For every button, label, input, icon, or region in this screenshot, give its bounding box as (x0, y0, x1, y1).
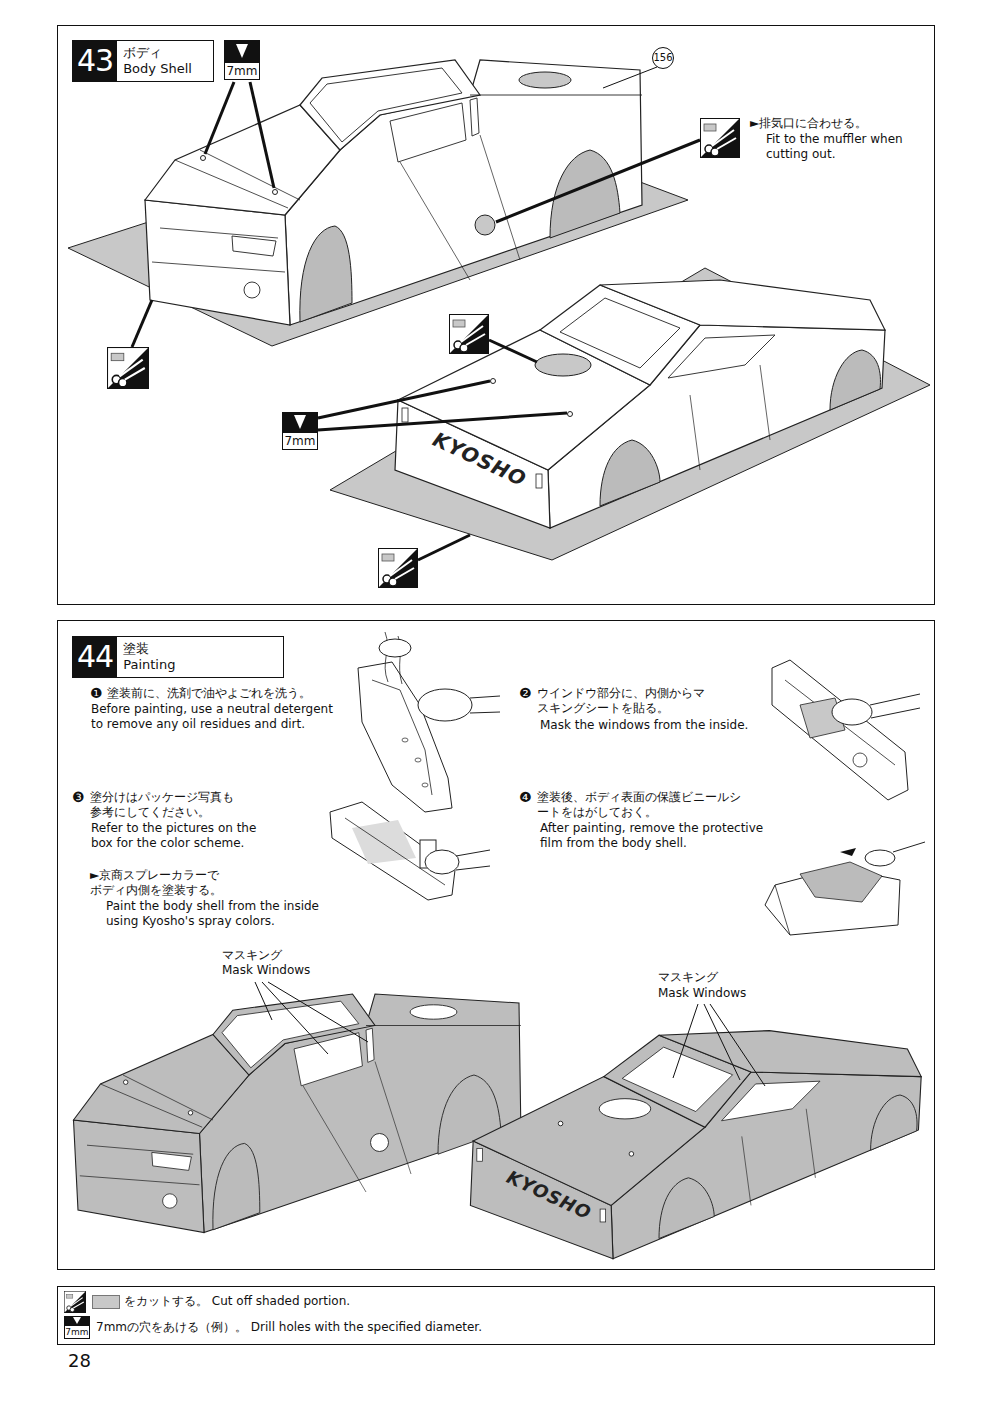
drill-size: 7mm (64, 1325, 90, 1339)
note-ja: ►京商スプレーカラーでボディ内側を塗装する。 (90, 868, 230, 898)
step-title-ja: 塗装 (123, 641, 175, 657)
instruction-ja: ウインドウ部分に、内側からマスキングシートを貼る。 (537, 686, 707, 716)
step-header: 43ボディBody Shell (72, 40, 214, 82)
step-title-en: Painting (123, 657, 175, 673)
body-logo: KYOSHO (429, 427, 521, 487)
step-number: ❷ (519, 686, 537, 701)
legend-text: をカットする。 Cut off shaded portion. (124, 1294, 350, 1309)
step-title-en: Body Shell (123, 61, 192, 77)
mask-label-ja: マスキング (222, 948, 317, 963)
note-en: Fit to the muffler when cutting out. (766, 132, 906, 162)
instruction-ja: 塗分けはパッケージ写真も参考にしてください。 (90, 790, 240, 820)
legend-swatch (92, 1295, 120, 1309)
note-en: Paint the body shell from the inside usi… (106, 899, 336, 929)
step-header: 44塗装Painting (72, 636, 284, 678)
mask-label-en: Mask Windows (222, 963, 332, 978)
legend-text: 7mmの穴をあける（例）。 Drill holes with the speci… (96, 1320, 482, 1335)
step-title: ボディBody Shell (117, 41, 200, 81)
body-logo: KYOSHO (503, 1166, 585, 1220)
step-number: ❸ (72, 790, 90, 805)
instruction-ja: 塗装後、ボディ表面の保護ビニールシートをはがしておく。 (537, 790, 742, 820)
instruction-en: Refer to the pictures on the box for the… (91, 821, 271, 851)
callout-number: 156 (652, 47, 674, 69)
instruction-en: Before painting, use a neutral detergent… (91, 702, 341, 732)
page-number: 28 (68, 1350, 108, 1372)
instruction-en: Mask the windows from the inside. (540, 718, 765, 733)
step-number: ❶ (90, 686, 108, 701)
mask-label-ja: マスキング (658, 970, 753, 985)
note-ja: ►排気口に合わせる。 (750, 116, 920, 131)
drill-size: 7mm (224, 62, 260, 80)
legend-row: 7mmの穴をあける（例）。 Drill holes with the speci… (96, 1320, 482, 1335)
step-number: 44 (73, 637, 117, 677)
instruction-en: After painting, remove the protective fi… (540, 821, 765, 851)
drill-size: 7mm (282, 432, 318, 450)
step-title-ja: ボディ (123, 45, 192, 61)
instruction-ja: 塗装前に、洗剤で油やよごれを洗う。 (107, 686, 367, 701)
step-number: ❹ (519, 790, 537, 805)
step-number: 43 (73, 41, 117, 81)
mask-label-en: Mask Windows (658, 986, 768, 1001)
step-title: 塗装Painting (117, 637, 183, 677)
legend-row: をカットする。 Cut off shaded portion. (92, 1294, 350, 1309)
